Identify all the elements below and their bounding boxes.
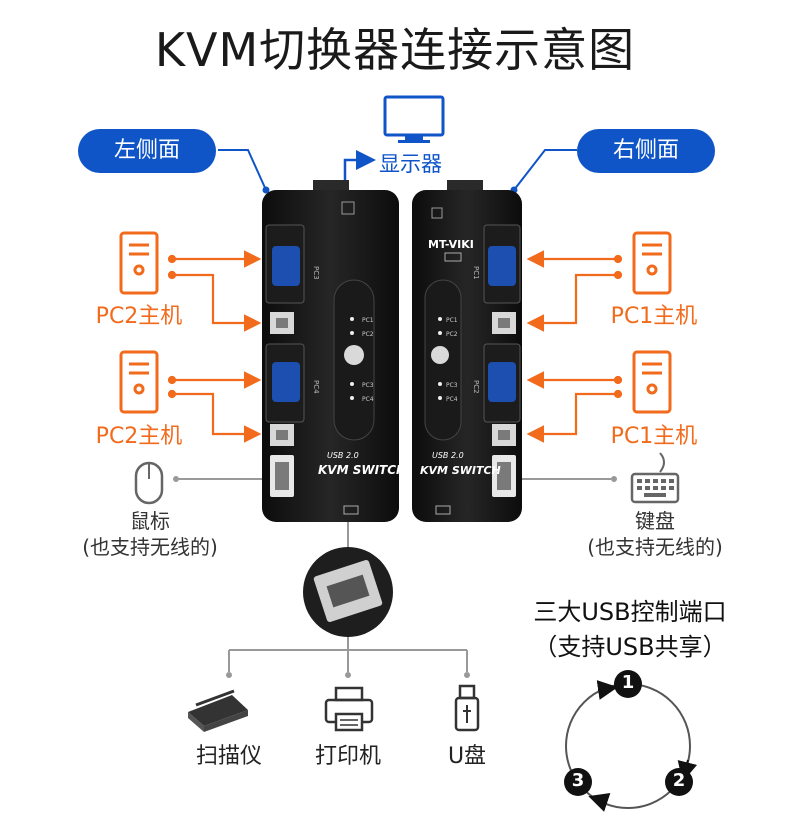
pc-tower-icon [632, 350, 672, 414]
scanner-icon [188, 689, 248, 732]
pc-label-right-top: PC1主机 [610, 304, 698, 329]
pc-label-right-bottom: PC1主机 [610, 424, 698, 449]
svg-text:KVM SWITCH: KVM SWITCH [420, 464, 501, 477]
page-title: KVM切换器连接示意图 [154, 23, 636, 77]
mouse-label: 鼠标 [130, 509, 170, 533]
pc-label-left-top: PC2主机 [95, 304, 183, 329]
kvm-switch-right-view: MT-VIKI PC1 PC2 PC1 PC2 PC3 PC4 USB 2.0 … [412, 180, 522, 522]
svg-text:PC3: PC3 [312, 266, 320, 280]
pc-tower-icon [119, 350, 159, 414]
keyboard-note: (也支持无线的) [587, 535, 723, 559]
usb-port-number-1: 1 [621, 672, 635, 693]
pc-tower-icon [119, 231, 159, 295]
svg-text:PC1: PC1 [446, 317, 458, 324]
svg-text:PC1: PC1 [472, 266, 480, 280]
usb-drive-icon [454, 684, 480, 732]
usb-ports-title: 三大USB控制端口 [533, 598, 727, 626]
svg-text:PC2: PC2 [472, 380, 480, 394]
kvm-switch-left-view: PC3 PC4 PC1 PC2 PC3 PC4 USB 2.0 KVM SWIT… [262, 180, 406, 522]
printer-label: 打印机 [314, 744, 381, 769]
scanner-label: 扫描仪 [195, 744, 262, 769]
svg-text:PC2: PC2 [446, 331, 458, 338]
monitor-label: 显示器 [379, 152, 442, 176]
keyboard-label: 键盘 [635, 509, 675, 533]
usb-drive-label: U盘 [447, 744, 487, 769]
usb-port-zoom [303, 547, 393, 637]
svg-text:USB 2.0: USB 2.0 [432, 451, 464, 460]
pc-tower-icon [632, 231, 672, 295]
svg-text:PC3: PC3 [362, 382, 374, 389]
svg-text:PC1: PC1 [362, 317, 374, 324]
left-side-label: 左侧面 [78, 129, 216, 173]
svg-text:PC4: PC4 [362, 396, 374, 403]
mouse-note: (也支持无线的) [82, 535, 218, 559]
svg-text:KVM SWITCH: KVM SWITCH [318, 463, 406, 477]
svg-text:PC4: PC4 [312, 380, 320, 394]
usb-ports-subtitle: （支持USB共享） [533, 633, 727, 661]
right-side-label: 右侧面 [577, 129, 715, 173]
usb-port-number-2: 2 [672, 770, 686, 791]
svg-text:MT-VIKI: MT-VIKI [428, 238, 474, 251]
usb-port-cycle-diagram [564, 670, 698, 812]
usb-port-number-3: 3 [571, 770, 585, 791]
pc-label-left-bottom: PC2主机 [95, 424, 183, 449]
mouse-icon [134, 461, 164, 505]
svg-text:PC4: PC4 [446, 396, 458, 403]
keyboard-icon [630, 452, 680, 504]
monitor-icon [383, 95, 445, 143]
printer-icon [324, 686, 374, 732]
svg-text:PC3: PC3 [446, 382, 458, 389]
svg-text:USB 2.0: USB 2.0 [327, 451, 359, 460]
svg-text:PC2: PC2 [362, 331, 374, 338]
